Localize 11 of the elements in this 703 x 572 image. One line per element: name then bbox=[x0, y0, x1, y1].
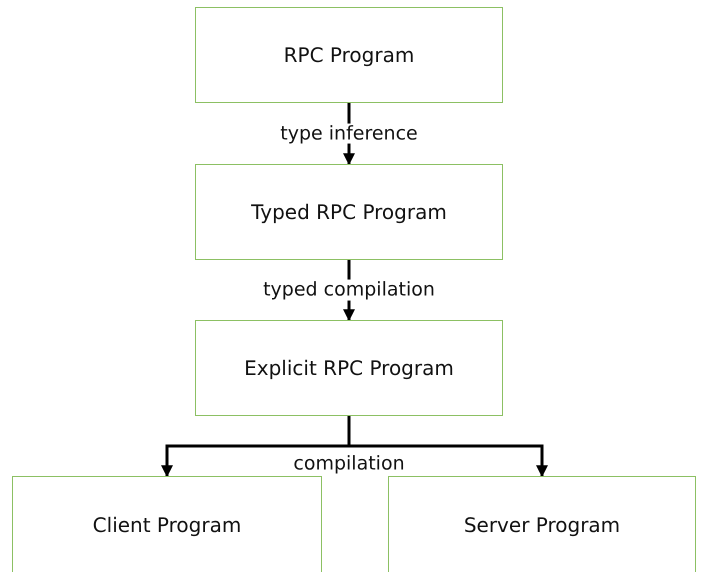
process-box bbox=[195, 7, 503, 103]
arrow bbox=[348, 416, 548, 478]
process-box bbox=[12, 476, 322, 572]
box-label: Typed RPC Program bbox=[251, 200, 447, 224]
box-label: Explicit RPC Program bbox=[244, 356, 454, 380]
box-label: Client Program bbox=[92, 512, 242, 536]
process-box bbox=[388, 476, 696, 572]
box-label: RPC Program bbox=[284, 43, 414, 67]
box-label: Server Program bbox=[464, 512, 620, 536]
process-box bbox=[195, 320, 503, 416]
process-box bbox=[195, 164, 503, 260]
